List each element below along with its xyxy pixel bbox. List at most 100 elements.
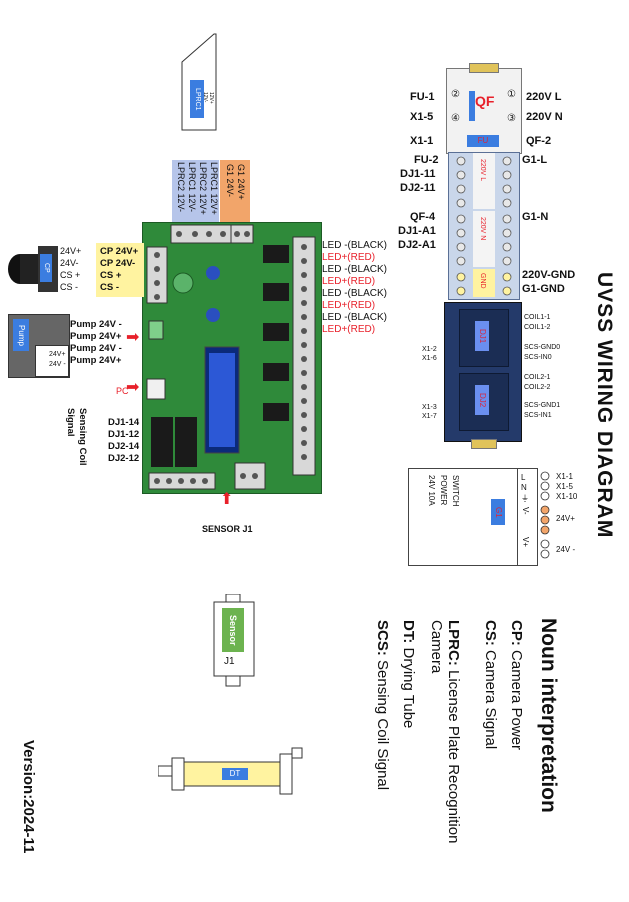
terminal-right-3: 220V-GND	[522, 269, 576, 281]
led-label-list: LED -(BLACK) LED+(RED) LED -(BLACK) LED+…	[322, 241, 387, 337]
relay-left-1: X1-2	[422, 346, 437, 353]
terminal-inner-3: GND	[479, 273, 486, 289]
pump-connector-icon	[35, 345, 69, 377]
terminal-left-6: DJ2-A1	[398, 239, 436, 251]
pump-label-3: Pump 24V -	[70, 343, 122, 354]
terminal-left-3: DJ2-11	[400, 182, 436, 194]
pump-label-4: Pump 24V+	[70, 355, 122, 366]
psu-side-term-1: V-	[521, 507, 530, 515]
dj-label-3: DJ2-14	[108, 441, 140, 452]
relay-dj1-tag: DJ1	[475, 321, 489, 351]
psu-text-1: SWITCH	[451, 475, 460, 507]
lprc-tag: LPRC1	[190, 80, 204, 118]
relay-left-2: X1-6	[422, 355, 437, 362]
cp-label-1: CP 24V+	[100, 246, 139, 257]
qf-right-label-1: 220V L	[526, 91, 562, 103]
fu-left-label: X1-1	[410, 135, 434, 147]
noun-abbr-cs: CS:	[482, 620, 499, 646]
cp-pin-4: CS -	[60, 282, 78, 292]
terminal-right-4: G1-GND	[522, 283, 565, 295]
led-label-8: LED+(RED)	[322, 324, 376, 335]
led-label-1: LED -(BLACK)	[322, 240, 388, 251]
psu-box: SWITCH POWER 24V 10A G1 L N ⏚ V- V+	[408, 468, 538, 566]
noun-abbr-lprc: LPRC:	[445, 620, 462, 666]
fu-tag: FU	[467, 135, 499, 147]
cp-pin-1: 24V+	[60, 246, 82, 256]
dt-drying-tube: DT	[157, 744, 306, 802]
terminal-left-2: DJ1-11	[400, 168, 436, 180]
noun-abbr-cp: CP:	[508, 620, 525, 646]
led-label-4: LED+(RED)	[322, 276, 376, 287]
cp-pin-3: CS +	[60, 270, 81, 280]
cp-label-4: CS -	[100, 282, 119, 293]
noun-abbr-scs: SCS:	[374, 620, 391, 656]
pump-label-1: Pump 24V -	[70, 319, 122, 330]
qf-num-2: ②	[451, 89, 460, 100]
noun-item-dt: DT: Drying Tube	[400, 620, 417, 728]
cp-label-3: CS +	[100, 270, 122, 281]
fu-right-label: QF-2	[526, 135, 552, 147]
psu-screws	[538, 470, 552, 566]
qf-left-label-2: X1-5	[410, 111, 434, 123]
relay-right-4: SCS-IN0	[524, 354, 552, 361]
relay-dj2-tag: DJ2	[475, 385, 489, 415]
noun-meaning-cp: Camera Power	[508, 650, 525, 751]
lprc-pin-2: 12V-	[202, 92, 208, 103]
lprc-pin-box	[172, 160, 219, 222]
g1-pin-box	[220, 160, 250, 222]
terminal-right-1: G1-L	[522, 154, 548, 166]
g1-pin-label-1: G1 24V+	[236, 164, 246, 200]
dj-label-4: DJ2-12	[108, 453, 140, 464]
noun-meaning-scs: Sensing Coil Signal	[374, 660, 391, 791]
relay-right-7: SCS-GND1	[524, 402, 561, 409]
relay-left-3: X1-3	[422, 404, 437, 411]
relay-block: DJ1 DJ2	[444, 302, 522, 449]
relay-right-2: COIL1-2	[524, 324, 551, 331]
terminal-block: 220V L 220V N GND	[448, 152, 520, 300]
relay-foot-icon	[471, 439, 497, 449]
pump-pin-1: 24V+	[49, 351, 66, 358]
page-title: UVSS WIRING DIAGRAM	[593, 272, 616, 539]
psu-top-term-3: ⏚	[521, 494, 529, 503]
terminal-stripe-1	[473, 153, 495, 209]
psu-right-4: 24V+	[556, 514, 575, 523]
terminal-left-5: DJ1-A1	[398, 225, 436, 237]
relay-right-5: COIL2-1	[524, 374, 551, 381]
sensor-id: J1	[224, 656, 235, 667]
noun-item-cp: CP: Camera Power	[508, 620, 525, 750]
psu-side-term-2: V+	[521, 537, 530, 548]
cp-label-2: CP 24V-	[100, 258, 136, 269]
psu-screws-icon	[540, 471, 550, 559]
lprc-pin-label-1: LPRC1 12V+	[209, 162, 219, 215]
led-label-7: LED -(BLACK)	[322, 312, 388, 323]
terminal-inner-2: 220V N	[479, 217, 486, 241]
relay-right-8: SCS-IN1	[524, 412, 552, 419]
psu-right-5: 24V -	[556, 545, 576, 554]
qf-num-4: ④	[451, 113, 460, 124]
psu-text-3: 24V 10A	[427, 475, 436, 506]
noun-item-cs: CS: Camera Signal	[482, 620, 499, 749]
led-label-3: LED -(BLACK)	[322, 264, 388, 275]
sensing-coil-label: Sensing Coil Signal	[65, 408, 88, 466]
psu-right-1: X1-1	[556, 472, 573, 481]
g1-pin-label-2: G1 24V-	[225, 164, 235, 198]
noun-meaning-cs: Camera Signal	[482, 650, 499, 750]
noun-heading: Noun interpretation	[537, 618, 560, 813]
terminal-inner-1: 220V L	[479, 159, 486, 182]
qf-num-3: ③	[507, 113, 516, 124]
lprc-pin-label-3: LPRC1 12V-	[187, 162, 197, 213]
noun-meaning-dt: Drying Tube	[400, 647, 417, 729]
noun-item-scs: SCS: Sensing Coil Signal	[374, 620, 391, 790]
dt-tag: DT	[222, 768, 248, 780]
sensor-device: Sensor J1	[210, 593, 258, 688]
psu-term-column	[517, 469, 537, 565]
cp-pin-2: 24V-	[60, 258, 79, 268]
pump-label-2: Pump 24V+	[70, 331, 122, 342]
led-label-5: LED -(BLACK)	[322, 288, 388, 299]
relay-right-6: COIL2-2	[524, 384, 551, 391]
psu-text-2: POWER	[439, 475, 448, 506]
cp-tag: CP	[40, 254, 52, 282]
noun-meaning-lprc: License Plate Recognition Camera	[428, 620, 462, 844]
pump-tag: Pump	[13, 319, 29, 351]
qf-right-label-2: 220V N	[526, 111, 563, 123]
